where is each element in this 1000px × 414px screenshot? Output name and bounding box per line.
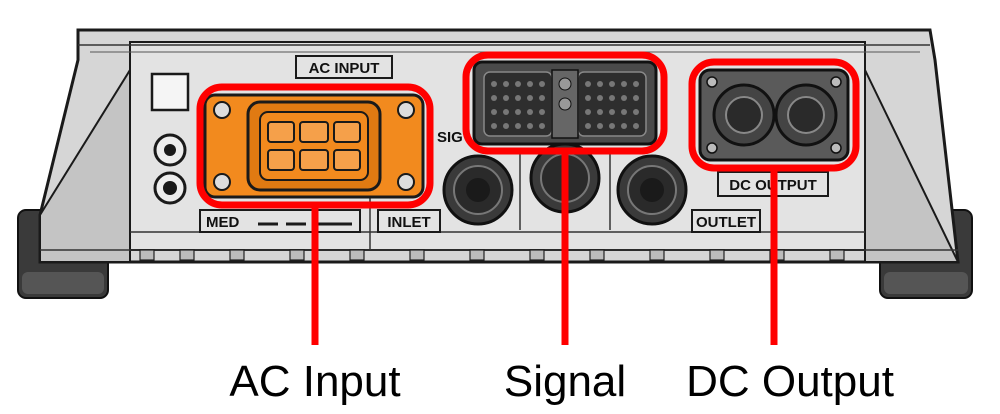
indicator-square [150,72,190,112]
engraved-ac-input: AC INPUT [309,60,380,77]
ground-terminal-icon [153,133,187,205]
signal-connector [472,60,658,146]
engraved-inlet: INLET [387,214,430,231]
engraved-outlet: OUTLET [696,214,756,231]
outlet-gland [616,154,688,226]
label-ac-input: AC Input [229,357,401,406]
label-dc-output: DC Output [686,357,894,406]
engraved-sig: SIG [437,129,463,146]
ac-input-connector [203,93,425,199]
inlet-gland [442,154,514,226]
engraved-outlet-box: OUTLET [691,209,761,233]
engraved-ac-input-box: AC INPUT [295,55,393,79]
label-signal: Signal [503,357,627,406]
engraved-med-box: MED [199,209,361,233]
dc-output-connector [698,68,850,162]
engraved-inlet-box: INLET [377,209,441,233]
engraved-med: MED [206,214,240,231]
